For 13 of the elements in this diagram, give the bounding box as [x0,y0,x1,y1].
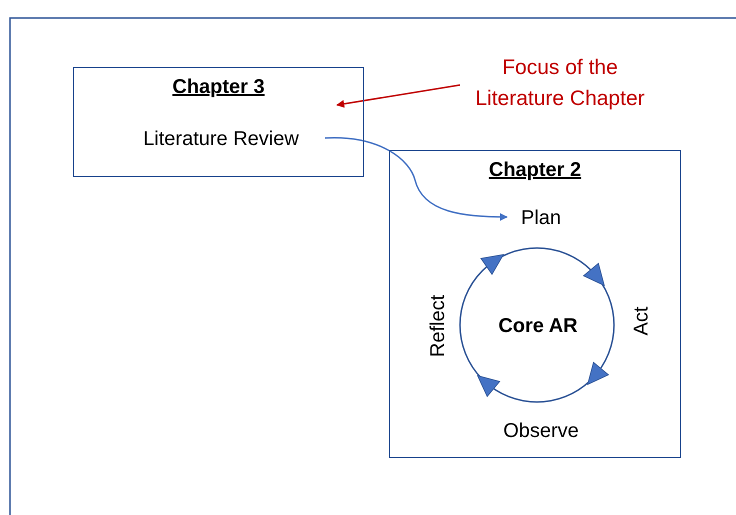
annotation-text: Focus of the Literature Chapter [474,54,646,112]
text-label: Observe [503,419,579,444]
arrow [324,137,508,221]
chapter-heading: Chapter 3 [171,76,266,99]
text-label: Plan [520,206,562,231]
chapter-heading: Chapter 2 [488,159,582,182]
chapter-box [389,150,681,458]
vertical-label: Act [629,306,653,336]
cycle-center-label: Core AR [498,314,578,338]
vertical-label: Reflect [426,294,450,358]
arrow [336,84,460,108]
chapter-box [73,67,364,177]
text-label: Literature Review [143,127,299,152]
